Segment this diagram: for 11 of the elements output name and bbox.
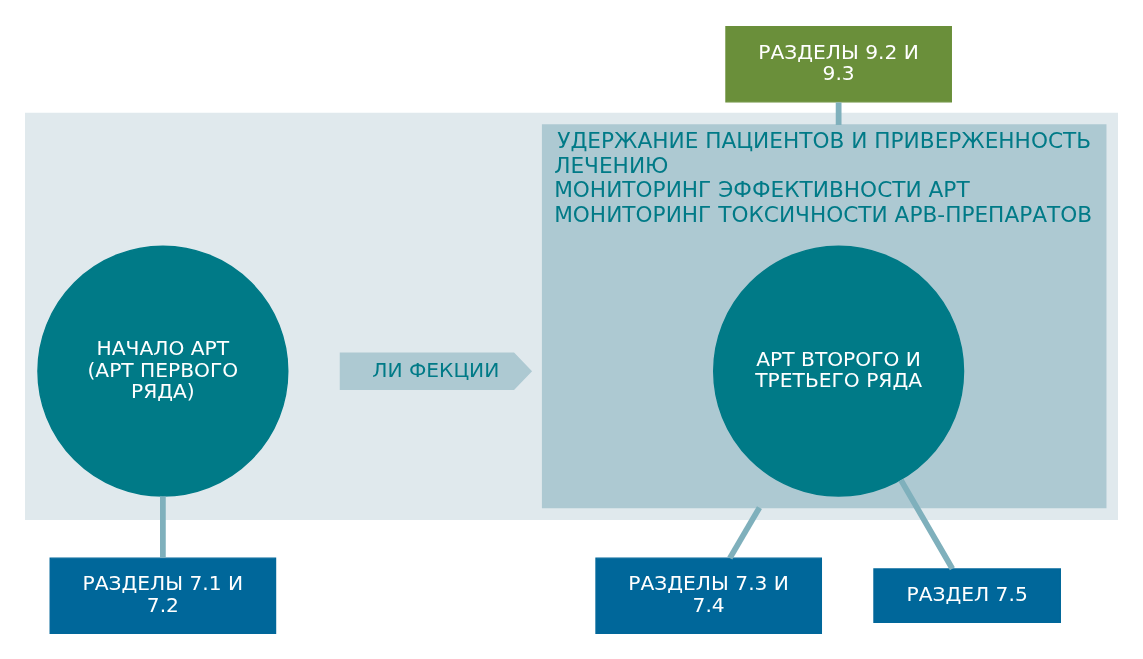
node-circle: АРТ ВТОРОГО И ТРЕТЬЕГО РЯДА <box>713 245 965 497</box>
connector <box>898 478 955 570</box>
node-box: РАЗДЕЛЫ 9.2 И 9.3 <box>725 25 952 103</box>
connector <box>835 101 842 125</box>
node-box: РАЗДЕЛЫ 7.1 И 7.2 <box>49 556 277 634</box>
connector <box>160 495 166 558</box>
node-box: РАЗДЕЛ 7.5 <box>873 567 1061 623</box>
node-circle: НАЧАЛО АРТ (АРТ ПЕРВОГО РЯДА) <box>37 245 289 497</box>
connector <box>727 505 762 560</box>
cluster <box>25 112 1118 520</box>
node-box: РАЗДЕЛЫ 7.3 И 7.4 <box>595 556 822 634</box>
